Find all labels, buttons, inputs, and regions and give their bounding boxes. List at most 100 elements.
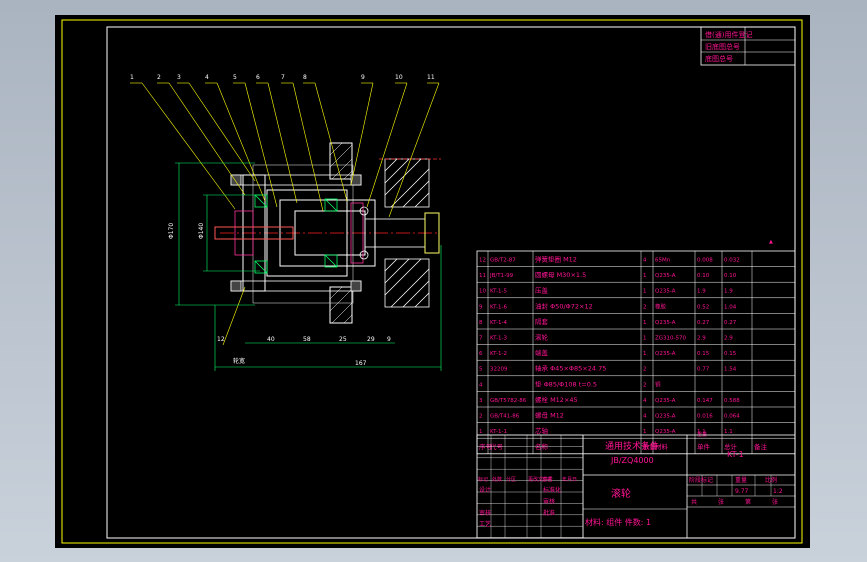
- bom-cell-qty: 1: [643, 351, 647, 357]
- bom-cell-total: 0.032: [724, 258, 740, 264]
- bom-header-2: 名称: [535, 442, 549, 451]
- outer-frame: [61, 19, 803, 544]
- bom-cell-material: Q235-A: [655, 414, 676, 420]
- drawing-canvas: 借(通)用件登记 旧底图总号 底图总号: [55, 15, 810, 548]
- bom-cell-code: KT-1-5: [490, 289, 508, 295]
- bom-cell-qty: 1: [643, 273, 647, 279]
- leader-line-4: [216, 82, 266, 202]
- bom-cell-qty: 4: [643, 258, 647, 264]
- standard-title: 通用技术条件: [605, 440, 659, 452]
- cad-drawing: 借(通)用件登记 旧底图总号 底图总号: [61, 19, 803, 544]
- dim-overall-length: 167: [355, 360, 367, 367]
- bom-cell-material: Q235-A: [655, 429, 676, 435]
- bom-header-6: 总计: [724, 442, 738, 451]
- balloon-1: 1: [130, 74, 134, 81]
- dim-segment-3: 29: [367, 336, 375, 343]
- bom-cell-code: JB/T1-99: [489, 273, 514, 279]
- bom-cell-no: 1: [479, 429, 483, 435]
- bom-cell-material: Q235-A: [655, 320, 676, 326]
- bom-cell-material: 橡胶: [655, 302, 667, 310]
- flange-bottom: [329, 286, 353, 324]
- bom-cell-code: KT-1-1: [490, 429, 507, 435]
- bom-cell-total: 0.10: [724, 273, 737, 279]
- bom-cell-unit: 0.008: [697, 258, 713, 264]
- bom-border: [476, 250, 796, 455]
- bom-cell-material: 65Mn: [655, 258, 671, 264]
- bom-cell-unit: 0.15: [697, 351, 710, 357]
- balloon-8: 8: [303, 74, 307, 81]
- bom-cell-no: 11: [479, 273, 486, 279]
- bom-header-5: 单件: [697, 442, 711, 451]
- tb-bottom-2: 第: [745, 498, 751, 506]
- corner-label-2: 底图总号: [705, 54, 733, 63]
- bom-cell-unit: 1.1: [697, 429, 706, 435]
- tb-header-3: 更改文件号: [528, 476, 553, 483]
- bom-cell-unit: 2.9: [697, 336, 706, 342]
- bom-cell-unit: 0.52: [697, 304, 709, 310]
- dim-diameter-outer: Φ170: [168, 223, 175, 239]
- balloon-3: 3: [177, 74, 181, 81]
- leader-line-7: [292, 82, 324, 212]
- dim-segment-4: 9: [387, 336, 391, 343]
- bom-cell-total: 0.588: [724, 398, 740, 404]
- tb-mid-0: 标准化: [543, 486, 561, 494]
- bom-cell-code: KT-1-2: [490, 351, 507, 357]
- bom-cell-code: KT-1-6: [490, 304, 508, 310]
- bom-cell-no: 4: [479, 382, 483, 388]
- bom-cell-code: GB/T41-86: [490, 414, 520, 420]
- inner-frame: [106, 26, 796, 539]
- tb-header-5: 年月日: [562, 476, 577, 483]
- leader-line-1: [141, 82, 236, 210]
- bom-cell-material: Q235-A: [655, 289, 676, 295]
- bom-cell-total: 1.9: [724, 289, 733, 295]
- bom-cell-qty: 1: [643, 320, 647, 326]
- bom-cell-qty: 4: [643, 398, 647, 404]
- bom-cell-name: 螺栓 M12×45: [535, 395, 578, 404]
- bom-cell-unit: 0.10: [697, 273, 710, 279]
- leader-line-3: [188, 82, 256, 182]
- tb-header-1: 处数: [492, 476, 502, 483]
- bom-cell-name: 隔套: [535, 317, 549, 326]
- bom-cell-material: Q235-A: [655, 273, 676, 279]
- dim-diameter-inner: Φ140: [198, 223, 205, 239]
- bom-cell-name: 压盖: [535, 286, 549, 295]
- bom-cell-total: 1.54: [724, 367, 737, 373]
- bom-cell-no: 3: [479, 398, 483, 404]
- leader-line-11: [388, 82, 440, 218]
- tb-mid-2: 批准: [543, 509, 555, 517]
- tb-stage-0: 阶段标记: [689, 476, 713, 484]
- corner-table: 借(通)用件登记 旧底图总号 底图总号: [700, 26, 796, 66]
- leader-line-6: [267, 82, 298, 204]
- tb-bottom-3: 张: [772, 498, 778, 506]
- bom-cell-qty: 1: [643, 289, 647, 295]
- bom-cell-no: 10: [479, 289, 486, 295]
- bom-cell-qty: 1: [643, 429, 647, 435]
- bom-cell-no: 7: [479, 336, 483, 342]
- bom-cell-name: 端盖: [535, 348, 549, 357]
- part-name: 滚轮: [611, 487, 631, 500]
- bom-cell-total: 1.1: [724, 429, 733, 435]
- balloon-11: 11: [427, 74, 435, 81]
- bom-cell-material: Q235-A: [655, 398, 676, 404]
- bom-cell-name: 垫 Φ85/Φ108 t=0.5: [535, 379, 597, 388]
- leader-line-2: [168, 82, 246, 196]
- bom-cell-no: 8: [479, 320, 483, 326]
- bom-cell-total: 0.15: [724, 351, 737, 357]
- bom-cell-unit: 0.77: [697, 367, 710, 373]
- bom-header-4: 材料: [655, 442, 669, 451]
- balloon-7: 7: [281, 74, 285, 81]
- bom-cell-name: 弹簧垫圈 M12: [535, 255, 577, 264]
- bom-cell-total: 1.04: [724, 304, 737, 310]
- dim-segment-1: 58: [303, 336, 311, 343]
- tb-header-2: 分区: [506, 476, 516, 483]
- tb-role-1: 审核: [479, 509, 491, 517]
- bom-cell-qty: 2: [643, 367, 647, 373]
- tb-role-2: 工艺: [479, 520, 491, 528]
- bom-cell-no: 5: [479, 367, 483, 373]
- bom-cell-no: 2: [479, 414, 483, 420]
- leader-line-9: [350, 82, 374, 186]
- dim-side-label: 轮宽: [233, 357, 245, 365]
